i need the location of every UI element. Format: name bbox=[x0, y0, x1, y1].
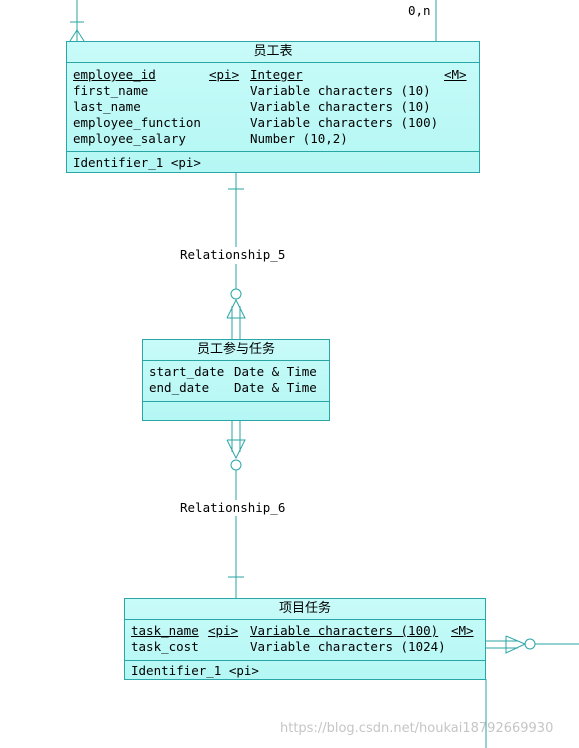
attribute-name: first_name bbox=[73, 83, 149, 98]
entity-employee-title: 员工表 bbox=[67, 42, 479, 63]
attribute-key: <pi> bbox=[208, 623, 239, 638]
attribute-type: Variable characters (100) bbox=[250, 115, 439, 130]
attribute-row: employee_id <pi> Integer <M> bbox=[67, 67, 479, 83]
entity-task-title: 项目任务 bbox=[125, 599, 485, 620]
attribute-type: Variable characters (100) bbox=[250, 623, 439, 638]
entity-participation[interactable]: 员工参与任务 start_date Date & Time end_date D… bbox=[142, 339, 330, 421]
attribute-row: start_date Date & Time bbox=[143, 364, 329, 380]
attribute-name: employee_id bbox=[73, 67, 156, 82]
entity-task-attributes: task_name <pi> Variable characters (100)… bbox=[125, 620, 485, 660]
entity-participation-attributes: start_date Date & Time end_date Date & T… bbox=[143, 361, 329, 401]
attribute-type: Date & Time bbox=[234, 364, 317, 379]
attribute-row: employee_function Variable characters (1… bbox=[67, 115, 479, 131]
attribute-name: start_date bbox=[149, 364, 225, 379]
rel6-dependency-triangle bbox=[226, 439, 246, 460]
entity-participation-identifier bbox=[143, 401, 329, 421]
attribute-type: Number (10,2) bbox=[250, 131, 348, 146]
crowfoot-line-2 bbox=[76, 29, 85, 42]
attribute-row: employee_salary Number (10,2) bbox=[67, 131, 479, 147]
entity-employee[interactable]: 员工表 employee_id <pi> Integer <M> first_n… bbox=[66, 41, 480, 173]
entity-employee-identifier: Identifier_1 <pi> bbox=[67, 151, 479, 172]
attribute-key: <pi> bbox=[209, 67, 240, 82]
task-right-circle bbox=[524, 638, 536, 650]
attribute-name: task_cost bbox=[131, 639, 199, 654]
attribute-row: first_name Variable characters (10) bbox=[67, 83, 479, 99]
attribute-row: task_cost Variable characters (1024) bbox=[125, 639, 485, 655]
relationship-5-label[interactable]: Relationship_5 bbox=[180, 247, 286, 262]
attribute-mandatory: <M> bbox=[451, 623, 474, 638]
attribute-row: last_name Variable characters (10) bbox=[67, 99, 479, 115]
attribute-type: Variable characters (10) bbox=[250, 99, 431, 114]
task-right-triangle bbox=[505, 635, 527, 654]
entity-task-identifier: Identifier_1 <pi> bbox=[125, 660, 485, 679]
attribute-name: employee_function bbox=[73, 115, 201, 130]
attribute-name: last_name bbox=[73, 99, 141, 114]
attribute-type: Variable characters (1024) bbox=[250, 639, 446, 654]
relationship-6-label[interactable]: Relationship_6 bbox=[180, 500, 286, 515]
entity-employee-attributes: employee_id <pi> Integer <M> first_name … bbox=[67, 63, 479, 151]
attribute-row: end_date Date & Time bbox=[143, 380, 329, 396]
attribute-name: task_name bbox=[131, 623, 199, 638]
attribute-mandatory: <M> bbox=[444, 67, 467, 82]
entity-task[interactable]: 项目任务 task_name <pi> Variable characters … bbox=[124, 598, 486, 680]
attribute-row: task_name <pi> Variable characters (100)… bbox=[125, 623, 485, 639]
cardinality-label: 0,n bbox=[408, 3, 431, 18]
crowfoot-line-1 bbox=[69, 29, 78, 42]
attribute-type: Date & Time bbox=[234, 380, 317, 395]
attribute-type: Integer bbox=[250, 67, 303, 82]
attribute-type: Variable characters (10) bbox=[250, 83, 431, 98]
rel5-dependency-triangle bbox=[226, 298, 246, 319]
rel5-optional-circle bbox=[230, 288, 242, 300]
watermark-text: https://blog.csdn.net/houkai18792669930 bbox=[280, 721, 554, 736]
entity-participation-title: 员工参与任务 bbox=[143, 340, 329, 361]
attribute-name: end_date bbox=[149, 380, 210, 395]
attribute-name: employee_salary bbox=[73, 131, 186, 146]
rel6-optional-circle bbox=[230, 459, 242, 471]
